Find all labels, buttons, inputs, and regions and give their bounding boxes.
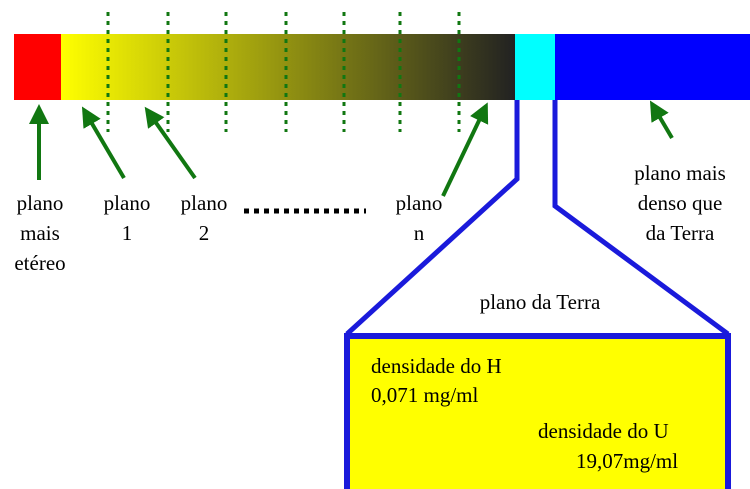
label-plano-2: plano 2 [170,188,238,248]
box-density-u-value: 19,07mg/ml [576,449,679,473]
label-plano-denso: plano mais denso que da Terra [620,158,740,248]
label-plano-1-line1: plano [103,191,151,215]
label-plano-n-line1: plano [395,191,443,215]
pointer-arrows [29,100,674,197]
label-plano-n: plano n [385,188,453,248]
label-plano-etereo-line2: mais [20,221,60,245]
box-density-h-value: 0,071 mg/ml [371,383,479,407]
arrow-plano-2 [144,106,197,180]
arrow-dense [649,100,674,140]
arrow-plano-1 [81,106,126,180]
gradient-planes-segment [61,34,515,100]
label-plano-2-line1: plano [180,191,228,215]
dense-plane-segment [555,34,750,100]
label-plano-2-line2: 2 [198,221,210,245]
label-plano-etereo-line1: plano [16,191,64,215]
label-plano-n-line2: n [413,221,425,245]
label-plano-terra: plano da Terra [479,290,601,314]
arrow-plano-n [441,102,489,197]
earth-plane-segment [515,34,555,100]
box-density-h-label: densidade do H [371,354,502,378]
label-plano-etereo: plano mais etéreo [10,188,70,278]
label-plano-denso-line1: plano mais [634,161,726,185]
earth-detail-box [344,333,731,489]
box-density-u-label: densidade do U [538,419,669,443]
label-plano-denso-line3: da Terra [645,221,715,245]
ethereal-plane-segment [14,34,61,100]
plane-separators [106,12,461,132]
label-plano-1-line2: 1 [121,221,133,245]
label-plano-etereo-line3: etéreo [14,251,66,275]
earth-zoom-right [552,100,730,337]
label-plano-1: plano 1 [93,188,161,248]
earth-zoom-left [345,100,520,336]
label-plano-denso-line2: denso que [637,191,723,215]
